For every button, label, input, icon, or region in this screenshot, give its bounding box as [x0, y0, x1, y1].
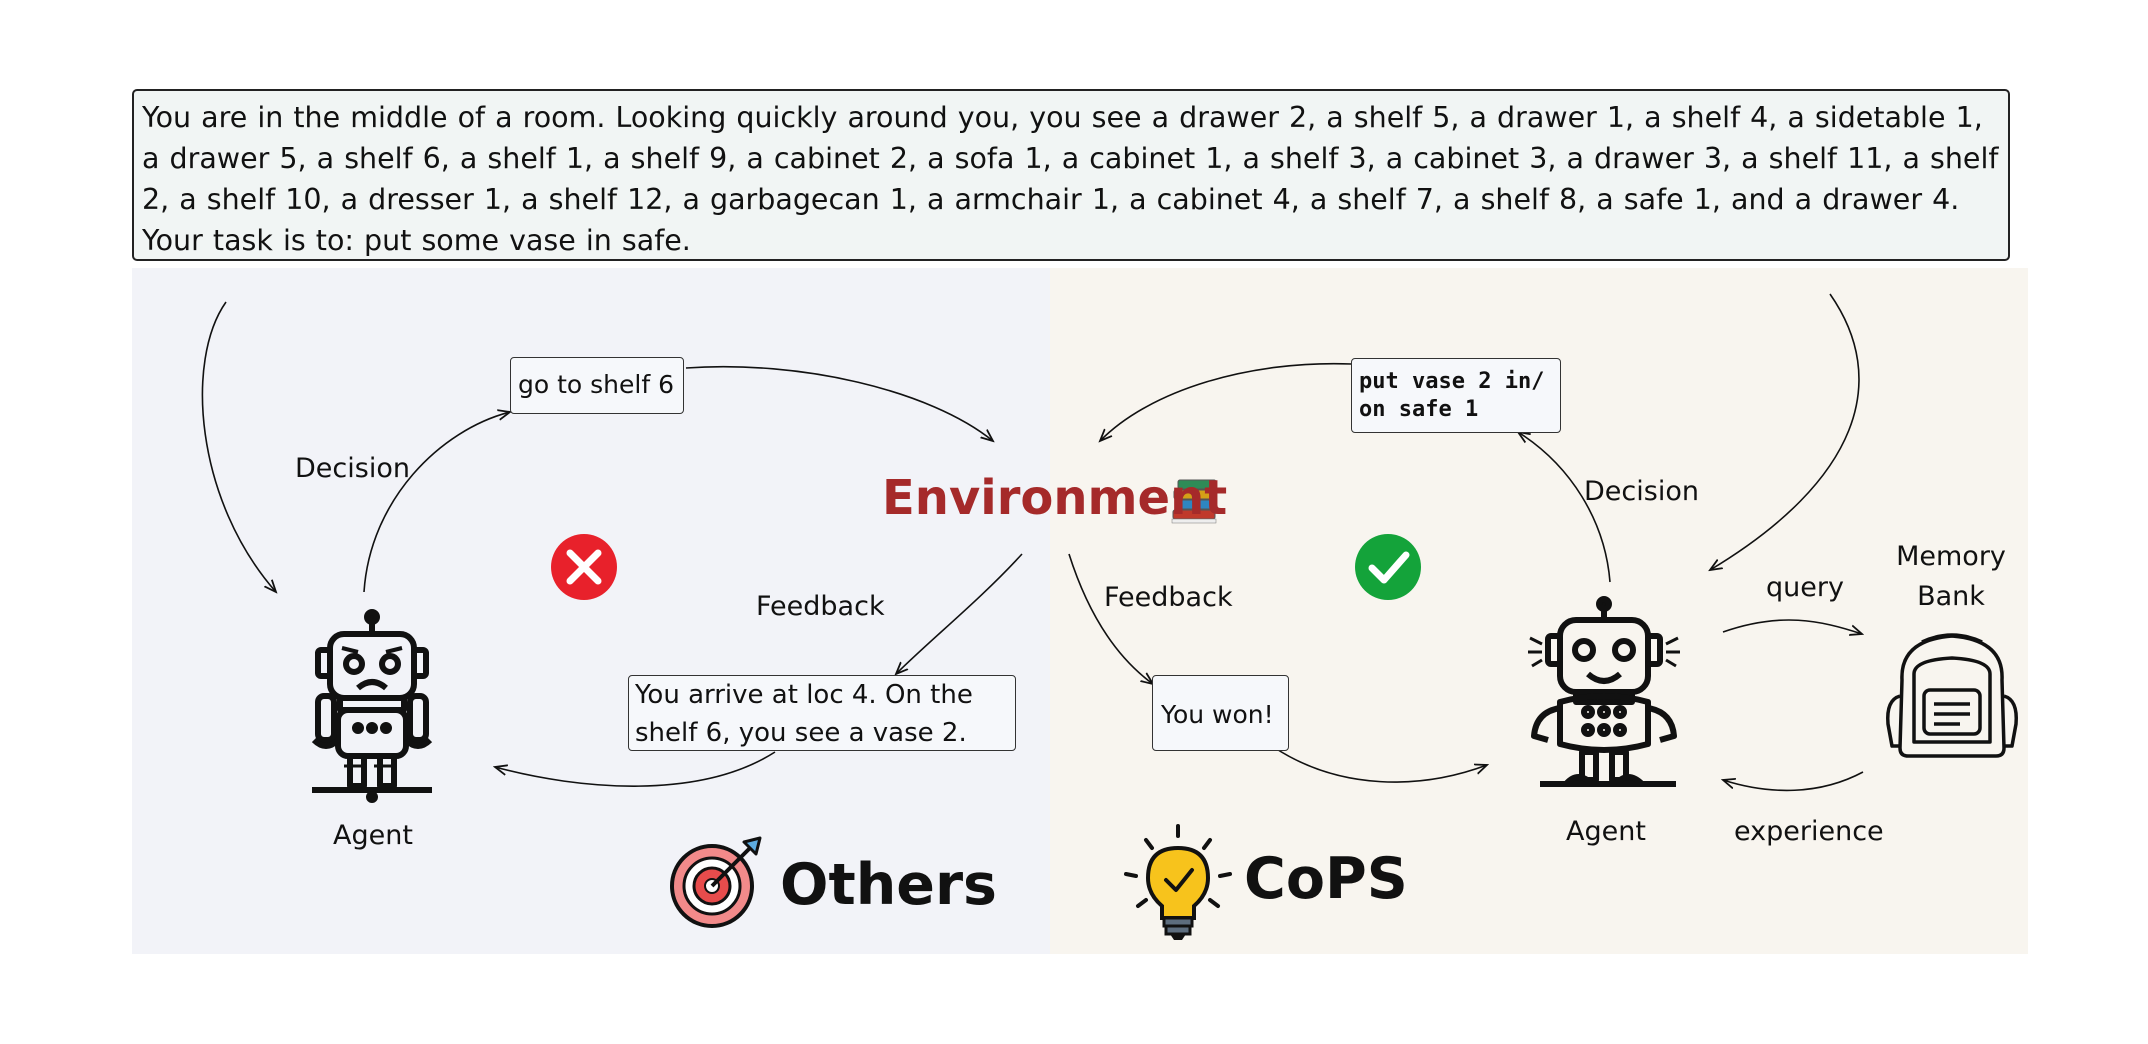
- right-action-box: put vase 2 in/ on safe 1: [1351, 358, 1561, 433]
- left-decision-arrow: [363, 412, 510, 593]
- right-decision-label: Decision: [1584, 476, 1699, 507]
- task-description: You are in the middle of a room. Looking…: [132, 89, 2010, 261]
- left-decision-label: Decision: [295, 453, 410, 484]
- left-action-to-env-arrow: [685, 365, 993, 441]
- right-decision-arrow: [1518, 432, 1611, 583]
- memory-bank-label-line1: Memory: [1896, 541, 2006, 572]
- left-action-text: go to shelf 6: [518, 370, 675, 399]
- backpack-icon: [1886, 633, 2018, 758]
- lightbulb-icon: [1124, 824, 1232, 940]
- left-agent-label: Agent: [333, 820, 413, 851]
- right-observation-text: You won!: [1161, 700, 1274, 729]
- right-agent-label: Agent: [1566, 816, 1646, 847]
- experience-label: experience: [1734, 816, 1884, 847]
- others-method-label: Others: [780, 852, 997, 918]
- left-observation-text: You arrive at loc 4. On the shelf 6, you…: [635, 680, 973, 748]
- left-action-box: go to shelf 6: [510, 357, 684, 414]
- robot-happy-icon: [1528, 596, 1680, 787]
- check-icon: [1355, 534, 1421, 600]
- query-label: query: [1766, 572, 1844, 603]
- memory-bank-label-line2: Bank: [1917, 581, 1985, 612]
- cross-icon: [551, 534, 617, 600]
- left-observation-box: You arrive at loc 4. On the shelf 6, you…: [628, 675, 1016, 751]
- cops-method-label: CoPS: [1244, 846, 1408, 912]
- task-to-left-agent-arrow: [201, 301, 276, 592]
- query-arrow: [1722, 619, 1862, 634]
- right-observation-box: You won!: [1152, 675, 1289, 751]
- right-feedback-arrow: [1068, 553, 1153, 684]
- left-obs-to-agent-arrow: [495, 751, 776, 787]
- right-action-to-env-arrow: [1100, 362, 1353, 441]
- left-feedback-arrow: [896, 553, 1023, 674]
- left-feedback-label: Feedback: [756, 591, 885, 622]
- experience-arrow: [1723, 771, 1864, 792]
- right-action-line1: put vase 2 in/: [1359, 369, 1545, 394]
- target-icon: [670, 836, 762, 928]
- robot-sad-icon: [311, 609, 433, 803]
- environment-title: Environment: [882, 470, 1228, 526]
- task-to-right-agent-arrow: [1710, 293, 1860, 570]
- books-icon: [1171, 479, 1217, 524]
- right-obs-to-agent-arrow: [1274, 747, 1487, 783]
- right-feedback-label: Feedback: [1104, 582, 1233, 613]
- right-action-line2: on safe 1: [1359, 397, 1479, 422]
